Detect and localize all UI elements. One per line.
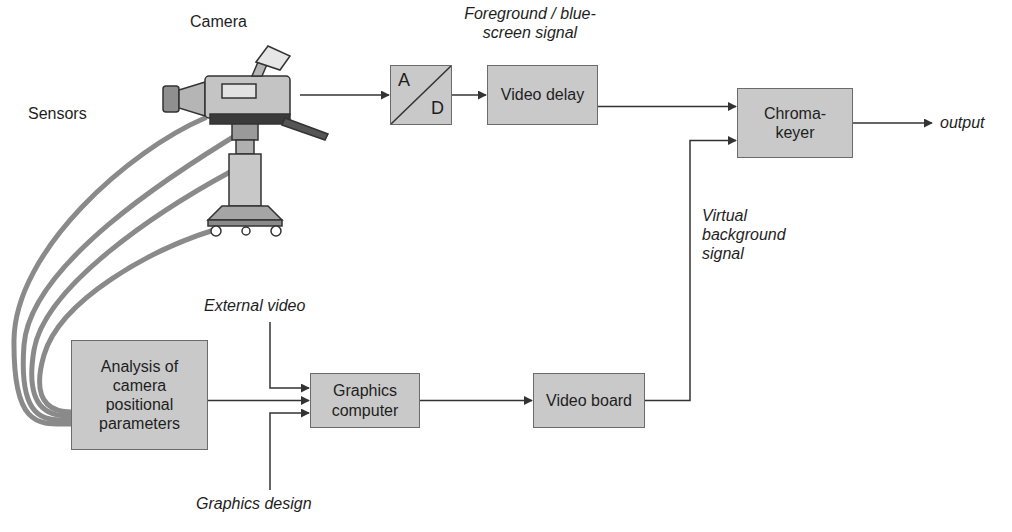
- diagonal-line: [391, 66, 451, 124]
- box-text: Video board: [546, 391, 632, 410]
- signal-label: Virtual background signal: [700, 205, 804, 265]
- node-content: AD: [391, 66, 451, 124]
- ad-converter-box: AD: [390, 65, 452, 125]
- process-box: Analysis of camera positional parameters: [71, 340, 208, 450]
- camera-illustration: [163, 46, 328, 236]
- converter-letter: D: [431, 98, 444, 120]
- node-content: Video board: [534, 374, 644, 427]
- signal-arrow: [420, 400, 532, 402]
- node-content: Chroma- keyer: [738, 89, 852, 157]
- signal-arrow: [208, 400, 309, 402]
- box-text: Chroma- keyer: [744, 104, 846, 142]
- signal-arrow: [645, 141, 736, 401]
- signal-arrow: [598, 106, 736, 108]
- node-content: Video delay: [488, 66, 597, 124]
- input-label: External video: [204, 296, 334, 315]
- node-content: Graphics computer: [311, 374, 419, 427]
- converter-letter: A: [398, 70, 410, 92]
- device-label: Camera: [190, 12, 280, 31]
- input-label: Graphics design: [196, 494, 336, 513]
- signal-arrow: [452, 94, 486, 96]
- box-text: Analysis of camera positional parameters: [78, 357, 201, 434]
- process-box: Graphics computer: [310, 373, 420, 428]
- box-text: Graphics computer: [317, 381, 413, 419]
- process-box: Video delay: [487, 65, 598, 125]
- process-box: Chroma- keyer: [737, 88, 853, 158]
- node-content: Analysis of camera positional parameters: [72, 341, 207, 449]
- signal-label: Foreground / blue-screen signal: [450, 4, 610, 42]
- device-label: Sensors: [28, 104, 108, 123]
- signal-label: output: [940, 113, 1006, 132]
- process-box: Video board: [533, 373, 645, 428]
- box-text: Video delay: [501, 85, 584, 104]
